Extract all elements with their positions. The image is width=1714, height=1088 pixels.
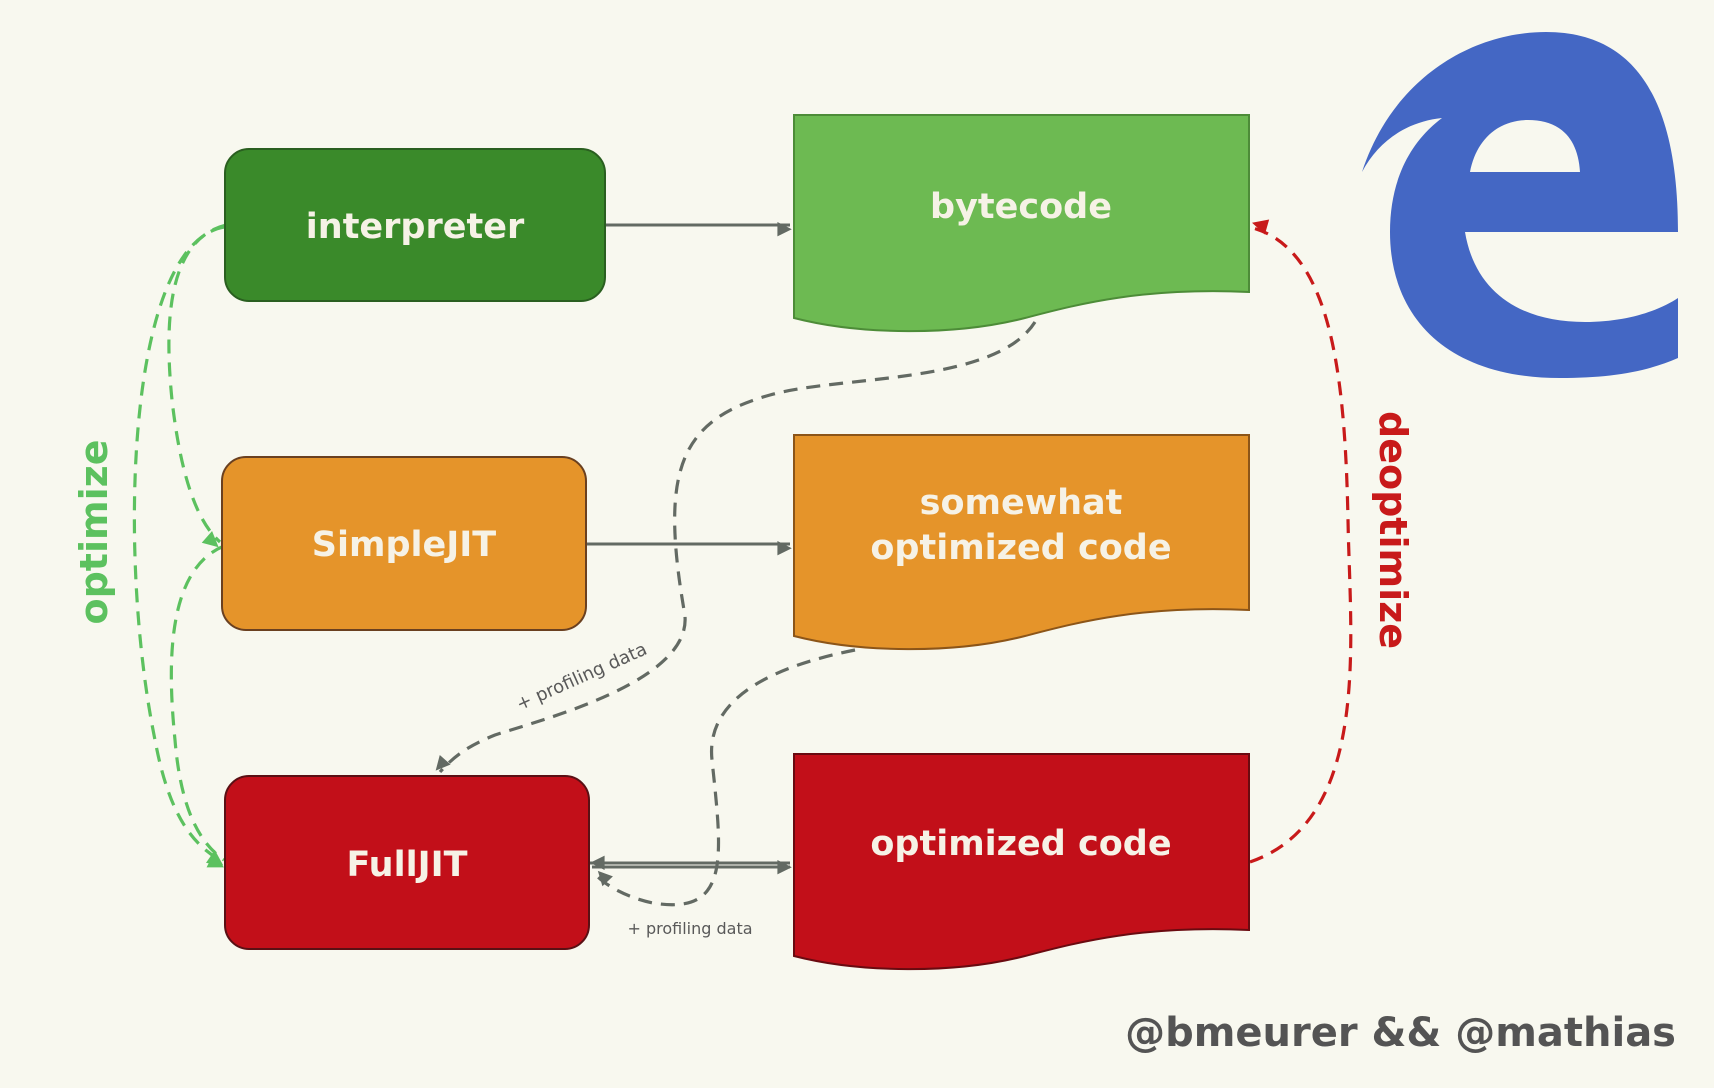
simplejit-label: SimpleJIT	[312, 525, 497, 565]
somewhat-optimized-document: somewhat optimized code	[793, 434, 1250, 651]
interpreter-box: interpreter	[224, 148, 606, 302]
bytecode-label: bytecode	[930, 187, 1112, 227]
optimized-code-label: optimized code	[870, 824, 1171, 864]
arrow-bytecode-to-fulljit	[435, 321, 1037, 774]
fulljit-box: FullJIT	[224, 775, 590, 950]
arrow-deoptimize-optimized-to-bytecode	[1249, 219, 1353, 864]
arrow-optimize-interpreter-to-simplejit	[167, 223, 227, 548]
fulljit-label: FullJIT	[347, 845, 468, 885]
arrow-optimize-simplejit-to-fulljit	[169, 544, 225, 866]
interpreter-label: interpreter	[306, 207, 525, 247]
somewhat-label-line1: somewhat	[920, 483, 1123, 523]
optimized-code-document: optimized code	[793, 753, 1250, 971]
arrow-somewhat-to-fulljit	[594, 648, 856, 907]
optimize-label: optimize	[72, 439, 116, 624]
profiling-data-label-lower: + profiling data	[627, 919, 752, 938]
profiling-data-label-upper: + profiling data	[513, 639, 650, 715]
edge-logo-icon	[1362, 32, 1678, 378]
author-credit: @bmeurer && @mathias	[1125, 1010, 1676, 1056]
somewhat-label-line2: optimized code	[870, 528, 1171, 568]
arrow-optimize-interpreter-to-fulljit	[132, 225, 225, 868]
simplejit-box: SimpleJIT	[221, 456, 587, 631]
deoptimize-label: deoptimize	[1371, 411, 1415, 649]
bytecode-document: bytecode	[793, 114, 1250, 333]
